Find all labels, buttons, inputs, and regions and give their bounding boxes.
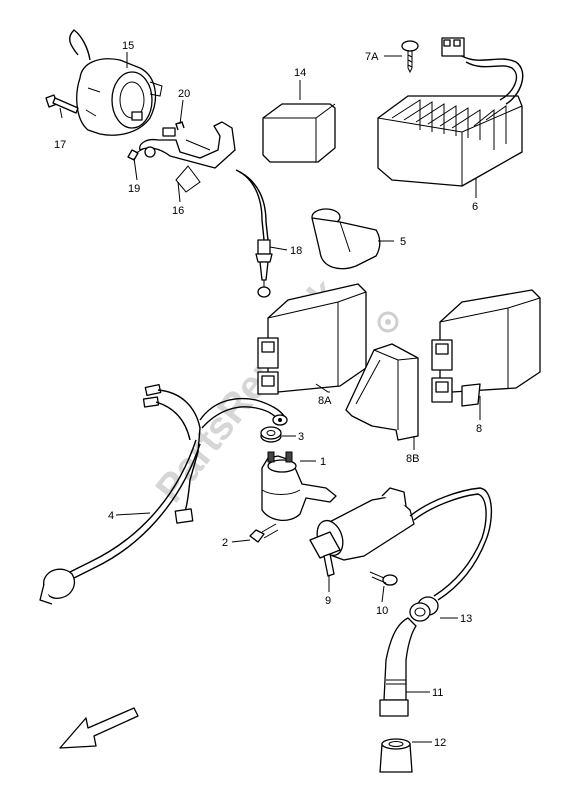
callout-20: 20 <box>178 88 190 100</box>
callout-7a: 7A <box>365 51 379 63</box>
part-20-clip <box>162 121 185 137</box>
callout-labels: 15 17 20 19 16 18 14 7A 6 5 8A 8B 8 3 1 … <box>54 40 482 749</box>
callout-1: 1 <box>320 456 326 468</box>
part-14-relay <box>262 103 336 163</box>
callout-15: 15 <box>122 40 134 52</box>
part-3-nut <box>260 426 282 443</box>
part-12-cap <box>379 738 413 773</box>
callout-9: 9 <box>325 595 331 607</box>
callout-8b: 8B <box>406 453 419 465</box>
part-18-switch <box>235 169 273 298</box>
callout-12: 12 <box>434 737 446 749</box>
callout-6: 6 <box>472 201 478 213</box>
part-11-plug-cap <box>379 487 493 717</box>
callout-13: 13 <box>460 613 472 625</box>
part-13-seal <box>409 596 439 622</box>
callout-14: 14 <box>294 67 306 79</box>
part-6-regulator <box>377 37 524 187</box>
callout-10: 10 <box>376 605 388 617</box>
callout-2: 2 <box>222 537 228 549</box>
callout-11: 11 <box>432 687 443 699</box>
callout-8: 8 <box>476 423 482 435</box>
part-8-unit <box>431 289 541 407</box>
part-2-bolt <box>249 523 279 543</box>
part-7a-screw <box>401 40 419 74</box>
part-4-harness <box>39 383 288 605</box>
callout-18: 18 <box>290 245 302 257</box>
callout-4: 4 <box>108 510 114 522</box>
callout-5: 5 <box>400 236 406 248</box>
front-direction-arrow-icon <box>59 707 139 749</box>
part-10-screw <box>369 571 398 586</box>
part-9-ignition-coil <box>309 487 415 577</box>
part-1-starter-relay <box>261 451 337 521</box>
callout-17: 17 <box>54 139 66 151</box>
callout-3: 3 <box>298 431 304 443</box>
callout-19: 19 <box>128 183 140 195</box>
part-17-bolt <box>45 94 79 114</box>
part-15-horn <box>68 29 163 136</box>
part-5-cover <box>311 208 381 270</box>
gear-icon <box>377 311 399 333</box>
part-8a-ignitor <box>257 283 367 395</box>
part-8b-holder <box>345 343 419 441</box>
leader-lines <box>59 52 481 743</box>
part-16-bracket <box>139 121 236 193</box>
callout-8a: 8A <box>318 395 332 407</box>
callout-16: 16 <box>172 205 184 217</box>
